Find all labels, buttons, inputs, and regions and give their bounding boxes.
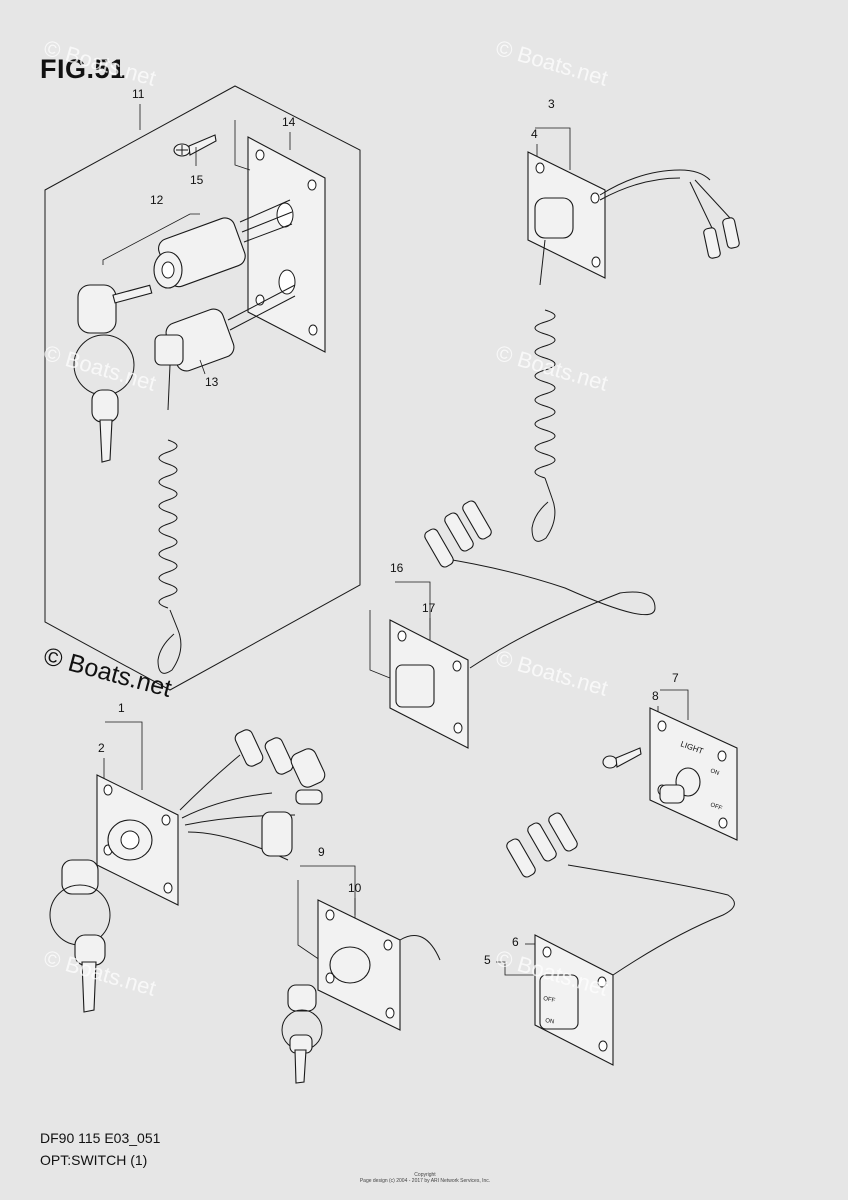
svg-text:14: 14 (282, 115, 296, 129)
key-switch-assembly-1[interactable]: 1 2 (49, 701, 327, 1013)
svg-text:1: 1 (118, 701, 125, 715)
svg-text:2: 2 (98, 741, 105, 755)
callout-11[interactable]: 11 (132, 87, 145, 130)
assembly-11-outline (44, 85, 361, 691)
svg-text:6: 6 (512, 935, 519, 949)
svg-text:OFF: OFF (709, 802, 723, 812)
trim-switch-assembly-5[interactable]: 5 6 OFF ON (484, 811, 735, 1066)
svg-text:15: 15 (190, 173, 204, 187)
key-switch-assembly-9[interactable]: 9 10 (281, 845, 441, 1084)
ignition-switch-12[interactable]: 12 (102, 193, 293, 289)
figure-title: FIG.51 (40, 54, 126, 84)
svg-text:4: 4 (531, 127, 538, 141)
key-12[interactable] (73, 284, 153, 463)
svg-text:ON: ON (545, 1018, 555, 1025)
svg-text:12: 12 (150, 193, 164, 207)
stop-switch-assembly-3[interactable]: 3 4 (527, 97, 740, 542)
svg-text:ON: ON (709, 768, 720, 777)
svg-text:10: 10 (348, 881, 362, 895)
model-code: DF90 115 E03_051 (40, 1130, 161, 1146)
svg-text:3: 3 (548, 97, 555, 111)
svg-text:7: 7 (672, 671, 679, 685)
svg-text:13: 13 (205, 375, 219, 389)
mount-plate-14[interactable]: 14 (234, 115, 326, 353)
trim-switch-assembly-16[interactable]: 16 17 (369, 499, 656, 749)
svg-text:9: 9 (318, 845, 325, 859)
svg-text:8: 8 (652, 689, 659, 703)
svg-text:OFF: OFF (543, 996, 556, 1004)
copyright-line: Page design (c) 2004 - 2017 by ARI Netwo… (359, 1178, 491, 1184)
svg-text:17: 17 (422, 601, 436, 615)
copyright-line: Copyright (414, 1172, 436, 1178)
copyright-notice: Copyright Page design (c) 2004 - 2017 by… (300, 1172, 550, 1184)
svg-text:16: 16 (390, 561, 404, 575)
light-switch-assembly-7[interactable]: 7 8 LIGHT ON OFF (602, 671, 738, 841)
svg-text:11: 11 (132, 87, 145, 101)
stop-switch-13[interactable]: 13 (154, 284, 296, 389)
screw-15[interactable]: 15 (173, 134, 217, 187)
lanyard-13[interactable] (157, 364, 182, 674)
svg-text:5: 5 (484, 953, 491, 967)
section-name: OPT:SWITCH (1) (40, 1152, 148, 1168)
